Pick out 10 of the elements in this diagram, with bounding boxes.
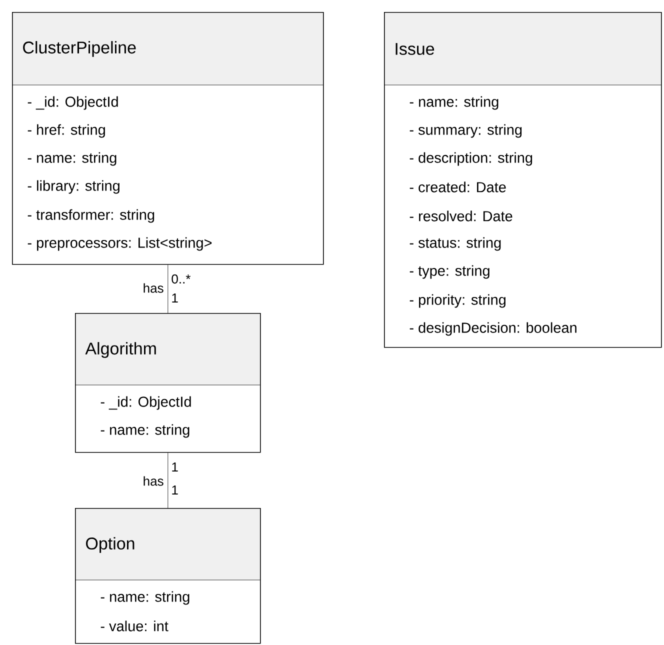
multiplicity-label: 0..* xyxy=(172,274,191,284)
multiplicity-label: 1 xyxy=(172,462,178,472)
class-box: Algorithm - _id: ObjectId - name: string xyxy=(74,313,261,453)
edge-label: has xyxy=(144,476,164,486)
edge-label: has xyxy=(144,283,164,293)
multiplicity-label: 1 xyxy=(172,486,178,494)
class-box: Option - name: string - value: int xyxy=(74,508,261,644)
multiplicity-label: 1 xyxy=(172,294,178,302)
class-box: Issue - name: string - summary: string - description: string - created: Date - resolved: Date - status: string - type: string - priority: string - designDecision: boolean xyxy=(384,12,662,348)
class-box: ClusterPipeline - _id: ObjectId - href: string - name: string - library: string - transformer: string - preprocessors: List<string> xyxy=(12,12,324,265)
